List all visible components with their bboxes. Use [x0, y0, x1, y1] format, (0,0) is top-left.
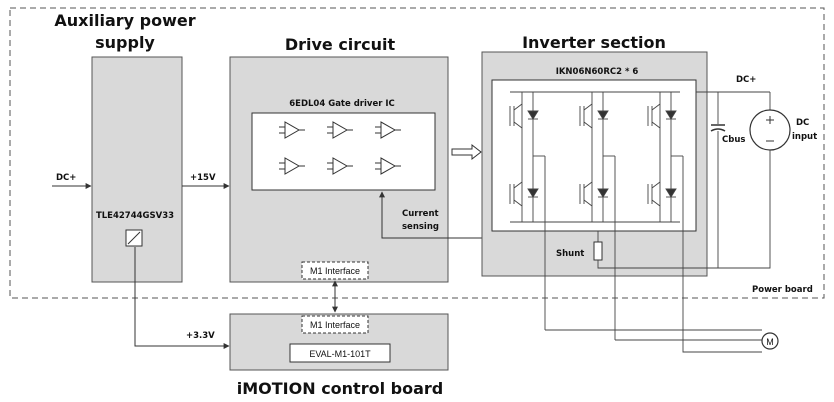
igbt-bridge-schematic	[509, 91, 684, 340]
dc-source-icon	[749, 109, 791, 151]
aux-title-line1: Auxiliary power	[54, 11, 195, 30]
m1-interface-top-label: M1 Interface	[310, 266, 360, 276]
plus-15v-label: +15V	[190, 173, 216, 183]
shunt-resistor	[593, 241, 603, 261]
aux-power-block	[91, 56, 183, 283]
dc-input-line2: input	[792, 132, 817, 142]
drive-to-inverter-arrow	[451, 143, 482, 161]
drive-title: Drive circuit	[285, 35, 396, 54]
cbus-label: Cbus	[722, 135, 745, 145]
plus-3v3-wire	[134, 247, 230, 349]
m1-interface-top	[301, 261, 369, 280]
dc-input-line1: DC	[796, 118, 809, 128]
control-board-title: iMOTION control board	[237, 379, 443, 398]
m1-interface-bottom	[301, 315, 369, 334]
current-sensing-line1: Current	[402, 209, 439, 219]
dc-plus-left-label: DC+	[56, 173, 76, 183]
power-board-label: Power board	[752, 285, 813, 295]
gate-driver-label: 6EDL04 Gate driver IC	[289, 99, 395, 109]
aux-ic-label: TLE42744GSV33	[96, 211, 174, 221]
aux-title-line2: supply	[95, 33, 155, 52]
plus-3v3-label: +3.3V	[186, 331, 215, 341]
gate-driver-box	[251, 112, 436, 191]
cbus-capacitor-icon	[710, 124, 726, 132]
regulator-icon	[125, 229, 143, 247]
motor-phase-w	[682, 340, 762, 353]
shunt-label: Shunt	[556, 249, 584, 259]
motor-icon: M	[761, 332, 779, 350]
dc-plus-right-label: DC+	[736, 75, 756, 85]
inverter-title: Inverter section	[522, 33, 666, 52]
eval-board-label: EVAL-M1-101T	[309, 349, 371, 359]
igbt-bridge-box	[491, 79, 697, 232]
gate-driver-buffers	[279, 121, 401, 175]
eval-board-box	[289, 343, 391, 363]
igbt-part-label: IKN06N60RC2 * 6	[556, 67, 639, 77]
m1-interface-bottom-label: M1 Interface	[310, 320, 360, 330]
current-sensing-line2: sensing	[402, 222, 439, 232]
shunt-return-wire	[597, 260, 718, 269]
motor-label: M	[766, 337, 774, 347]
power-board-boundary	[9, 7, 825, 299]
dc-input-lead-bottom	[718, 150, 771, 269]
